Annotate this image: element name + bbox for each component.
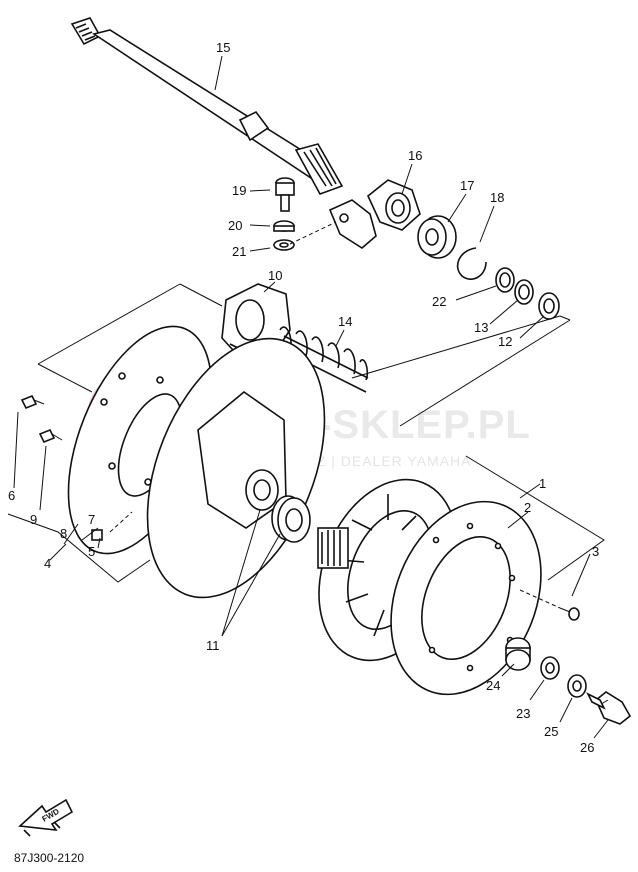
label-part-13: 13 — [474, 320, 488, 335]
label-part-20: 20 — [228, 218, 242, 233]
screw — [519, 589, 580, 621]
bearing — [417, 193, 467, 259]
label-part-3: 3 — [592, 544, 599, 559]
part-number-labels: 1 2 3 4 5 6 7 8 9 10 11 12 13 14 15 16 1… — [8, 40, 599, 755]
label-part-11: 11 — [206, 638, 220, 653]
label-part-14: 14 — [338, 314, 352, 329]
label-part-19: 19 — [232, 183, 246, 198]
shim-washers — [455, 267, 560, 339]
label-part-8: 8 — [60, 526, 67, 541]
label-part-7: 7 — [88, 512, 95, 527]
label-part-15: 15 — [216, 40, 230, 55]
label-part-10: 10 — [268, 268, 282, 283]
label-part-24: 24 — [486, 678, 500, 693]
label-part-23: 23 — [516, 706, 530, 721]
bearing-housing — [328, 163, 421, 249]
label-part-25: 25 — [544, 724, 558, 739]
label-part-16: 16 — [408, 148, 422, 163]
oil-seal — [221, 495, 311, 637]
diagram-code: 87J300-2120 — [14, 851, 84, 865]
label-part-2: 2 — [524, 500, 531, 515]
label-part-5: 5 — [88, 544, 95, 559]
shaft — [70, 17, 344, 195]
circlip — [456, 205, 495, 280]
washers-lower — [529, 656, 587, 723]
assembly-bracket-upper — [37, 283, 571, 427]
bolt-washer-set — [249, 177, 337, 252]
label-part-18: 18 — [490, 190, 504, 205]
cover-plate — [390, 500, 542, 696]
collar — [501, 637, 531, 677]
label-part-22: 22 — [432, 294, 446, 309]
label-part-9: 9 — [30, 512, 37, 527]
assembly-bracket-right — [465, 455, 605, 597]
label-part-17: 17 — [460, 178, 474, 193]
label-part-12: 12 — [498, 334, 512, 349]
flange-bolt — [586, 691, 632, 739]
label-part-26: 26 — [580, 740, 594, 755]
label-part-21: 21 — [232, 244, 246, 259]
label-part-6: 6 — [8, 488, 15, 503]
forward-arrow-icon: FWD — [18, 798, 74, 837]
assembly-bracket-lower — [7, 513, 151, 583]
label-part-4: 4 — [44, 556, 51, 571]
small-bolts — [13, 394, 133, 549]
label-part-1: 1 — [539, 476, 546, 491]
